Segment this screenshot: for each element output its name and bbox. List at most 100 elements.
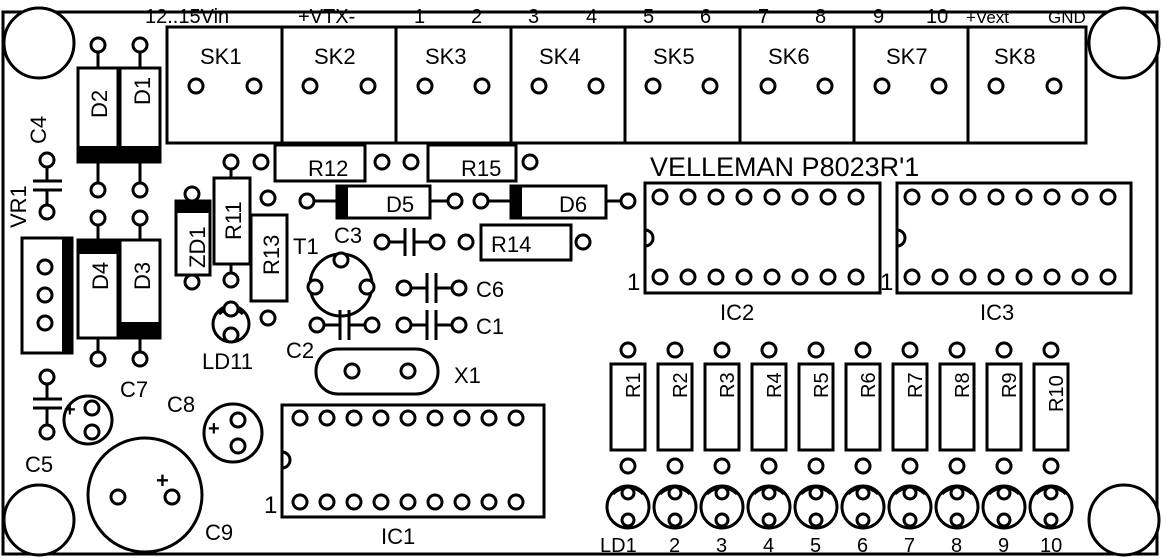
pad [291,409,309,427]
terminal-pad [987,77,1005,95]
terminal-sk2: SK2 [301,27,398,143]
resistor-r5: R5 [797,341,835,475]
pad [854,457,872,475]
diode-d6: D6 [472,184,637,220]
resistor-label: R12 [308,156,348,181]
crystal-label: X1 [454,363,481,388]
pad [1043,188,1061,206]
diode-d4: D4 [76,209,120,368]
pad [318,493,336,511]
pad [38,203,56,221]
resistor-r6: R6 [844,341,882,475]
led-label: LD1 [600,535,637,557]
capacitor-label: C1 [476,314,504,339]
resistor-label: R5 [811,372,833,398]
output-number-label: 10 [926,6,948,28]
regulator-vr1: VR1 [6,185,74,355]
pad [854,341,872,359]
mounting-hole-bottom-left [2,483,76,557]
resistor-r1: R1 [609,341,647,475]
power-led-ld11: LD11 [202,300,253,374]
led-label: 5 [810,535,821,557]
capacitor-c3: C3 [334,223,446,256]
pad [679,188,697,206]
pad [987,268,1005,286]
capacitor-c7: + C7 [62,377,148,446]
polarity-mark: + [156,468,169,493]
resistor-r14: R14 [457,223,592,262]
pad [345,493,363,511]
ic-ic3: 1 IC3 [880,181,1133,325]
board-title: VELLEMAN P8023R'1 [650,152,919,182]
terminal-label: SK3 [425,44,467,69]
output-number-label: 1 [414,6,425,28]
pad [996,485,1012,501]
pad [521,153,539,171]
pad [222,300,240,318]
pad [574,233,592,251]
ic-ic1: 1 IC1 [264,403,546,549]
pad [714,512,730,528]
resistor-label: R8 [952,372,974,398]
pad [36,258,54,276]
resistor-label: R2 [670,372,692,398]
pad [819,268,837,286]
pad [761,512,777,528]
pad [1015,268,1033,286]
terminal-label: SK1 [200,44,242,69]
pad [901,341,919,359]
pad [949,512,965,528]
pad [1015,188,1033,206]
crystal-x1: X1 [314,347,481,396]
pad [183,185,201,203]
led-label: 6 [857,535,868,557]
pad [808,485,824,501]
pad [949,485,965,501]
resistor-label: R6 [858,372,880,398]
capacitor-c6: C6 [395,273,504,303]
pad [1043,512,1059,528]
pad [131,350,149,368]
capacitor-label: C9 [205,520,233,545]
capacitor-c8: + C8 [167,392,264,464]
terminal-label: SK8 [994,44,1036,69]
resistor-label: R3 [717,372,739,398]
pad [259,309,277,327]
output-number-label: 3 [528,6,539,28]
pad [995,457,1013,475]
pad [480,409,498,427]
transistor-t1: T1 [293,234,376,318]
led-ld9: 9 [981,484,1027,557]
resistor-r13: R13 [249,189,289,327]
pad [428,233,446,251]
pad [131,181,149,199]
pad [763,268,781,286]
mounting-hole-bottom-right [1087,483,1161,557]
pad [298,192,316,210]
pad [1042,341,1060,359]
terminal-sk4: SK4 [530,27,627,143]
pad [109,488,127,506]
pad [619,192,637,210]
pad [252,153,270,171]
pad [847,268,865,286]
led-label: 8 [951,535,962,557]
pad [402,153,420,171]
led-label: 9 [998,535,1009,557]
terminal-pad [1045,77,1063,95]
pad [931,188,949,206]
terminal-label: SK7 [886,44,928,69]
pad [183,273,201,291]
led-ld4: 4 [746,484,792,557]
capacitor-c5: C5 [25,368,62,477]
pad [372,409,390,427]
capacitor-label: C3 [334,223,362,248]
pad [453,409,471,427]
pad [995,341,1013,359]
diode-d5: D5 [298,184,464,220]
resistor-r9: R9 [985,341,1023,475]
pad [308,316,326,334]
led-ld5: 5 [793,484,839,557]
pad [318,409,336,427]
pad [1043,485,1059,501]
